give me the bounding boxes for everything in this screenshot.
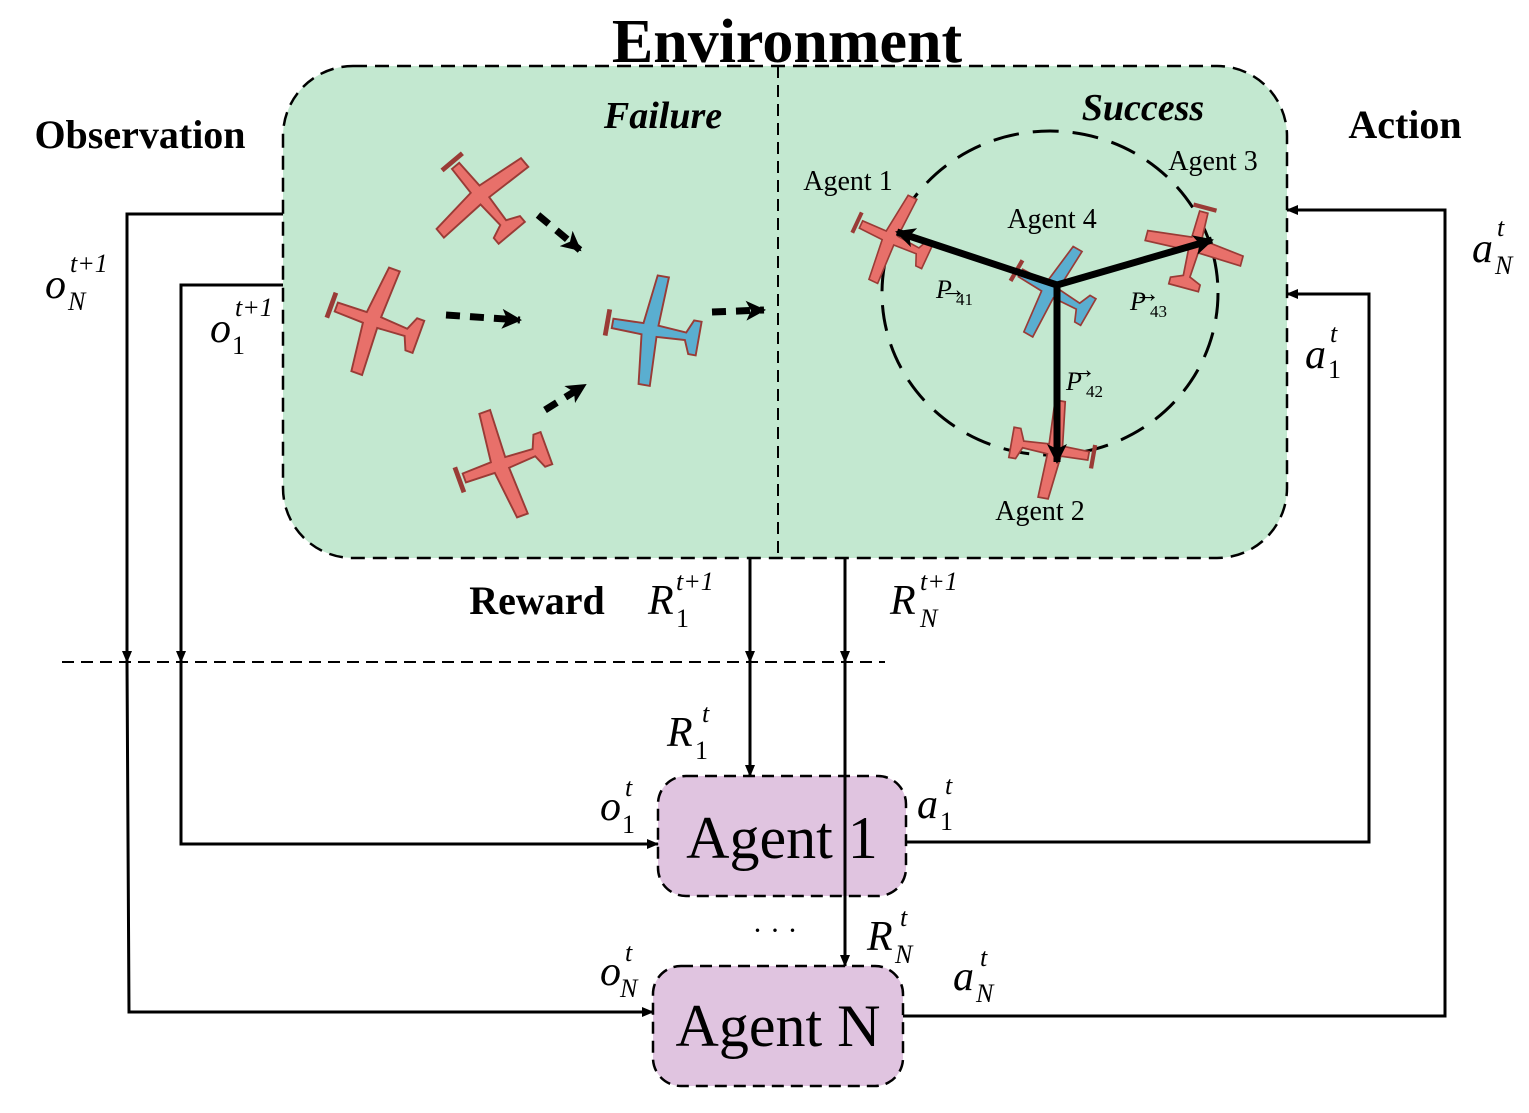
svg-text:o: o bbox=[210, 306, 231, 352]
svg-text:1: 1 bbox=[676, 604, 689, 633]
svg-text:t+1: t+1 bbox=[235, 293, 273, 322]
svg-text:→: → bbox=[1134, 279, 1160, 308]
svg-text:N: N bbox=[919, 604, 939, 633]
symbol-aN-t: a t N bbox=[953, 943, 995, 1008]
env-agent-4-label: Agent 4 bbox=[1007, 204, 1096, 235]
action-flows bbox=[903, 205, 1447, 1018]
svg-text:1: 1 bbox=[695, 736, 708, 765]
env-agent-1-label: Agent 1 bbox=[803, 166, 892, 197]
failure-chase-arrows bbox=[445, 212, 766, 413]
svg-text:→: → bbox=[940, 275, 966, 304]
action-label: Action bbox=[1348, 102, 1461, 147]
vector-p41-label: → P 41 bbox=[935, 275, 973, 309]
svg-text:1: 1 bbox=[940, 807, 953, 836]
symbol-aN-top: a t N bbox=[1472, 213, 1514, 280]
symbol-RN-t: R t N bbox=[866, 903, 914, 969]
svg-text:1: 1 bbox=[622, 810, 635, 839]
svg-text:t: t bbox=[945, 771, 953, 800]
agent-1-box-label: Agent 1 bbox=[686, 805, 878, 871]
svg-text:R: R bbox=[889, 578, 916, 624]
svg-text:t: t bbox=[625, 773, 633, 802]
svg-text:P: P bbox=[1129, 287, 1146, 316]
svg-text:o: o bbox=[45, 262, 66, 308]
svg-text:1: 1 bbox=[232, 331, 245, 360]
agent-n-box[interactable] bbox=[651, 964, 905, 1088]
svg-text:t: t bbox=[1330, 319, 1338, 348]
env-agent-3-label: Agent 3 bbox=[1168, 146, 1257, 177]
svg-text:a: a bbox=[953, 954, 974, 1000]
svg-text:t: t bbox=[980, 943, 988, 972]
svg-text:N: N bbox=[894, 940, 914, 969]
svg-text:t: t bbox=[900, 903, 908, 932]
svg-text:t+1: t+1 bbox=[676, 567, 714, 596]
svg-text:1: 1 bbox=[1328, 355, 1341, 384]
svg-text:42: 42 bbox=[1086, 382, 1103, 401]
svg-text:a: a bbox=[1305, 332, 1326, 378]
svg-text:R: R bbox=[666, 710, 693, 756]
svg-text:N: N bbox=[975, 979, 995, 1008]
svg-text:→: → bbox=[1070, 355, 1096, 384]
svg-text:t: t bbox=[1497, 213, 1505, 242]
svg-text:t+1: t+1 bbox=[920, 567, 958, 596]
agent-n-box-label: Agent N bbox=[676, 993, 881, 1059]
svg-text:N: N bbox=[67, 287, 87, 316]
svg-text:a: a bbox=[1472, 226, 1493, 272]
svg-text:P: P bbox=[1065, 367, 1082, 396]
svg-text:t: t bbox=[702, 699, 710, 728]
svg-text:41: 41 bbox=[956, 290, 973, 309]
failure-label: Failure bbox=[603, 95, 722, 137]
relative-position-vectors bbox=[895, 228, 1214, 464]
svg-text:t+1: t+1 bbox=[70, 249, 108, 278]
reward-flows bbox=[745, 558, 850, 967]
svg-text:a: a bbox=[917, 782, 938, 828]
symbol-oN-next: o t+1 N bbox=[45, 249, 108, 316]
symbol-R1-t: R t 1 bbox=[666, 699, 710, 765]
svg-text:P: P bbox=[935, 275, 952, 304]
observation-label: Observation bbox=[34, 112, 245, 157]
svg-text:o: o bbox=[600, 949, 621, 995]
observation-flows bbox=[122, 212, 659, 1017]
symbol-a1-top: a t 1 bbox=[1305, 319, 1341, 384]
svg-text:R: R bbox=[647, 578, 674, 624]
symbol-o1-next: o t+1 1 bbox=[210, 293, 273, 360]
svg-text:t: t bbox=[625, 938, 633, 967]
vector-p42-label: → P 42 bbox=[1065, 355, 1103, 401]
symbol-RN-next: R t+1 N bbox=[889, 567, 958, 633]
vector-p43-label: → P 43 bbox=[1129, 279, 1167, 321]
svg-text:N: N bbox=[1494, 251, 1514, 280]
symbol-a1-t: a t 1 bbox=[917, 771, 953, 836]
symbol-R1-next: R t+1 1 bbox=[647, 567, 714, 633]
env-agent-2-label: Agent 2 bbox=[995, 496, 1084, 527]
reward-label: Reward bbox=[469, 578, 605, 623]
svg-text:o: o bbox=[600, 784, 621, 830]
ellipsis: · · · bbox=[753, 914, 798, 947]
svg-text:N: N bbox=[619, 974, 639, 1003]
success-label: Success bbox=[1082, 87, 1204, 129]
svg-text:R: R bbox=[866, 914, 893, 960]
svg-text:43: 43 bbox=[1150, 302, 1167, 321]
symbol-o1-t: o t 1 bbox=[600, 773, 635, 839]
symbol-oN-t: o t N bbox=[600, 938, 639, 1003]
environment-title: Environment bbox=[612, 8, 963, 76]
